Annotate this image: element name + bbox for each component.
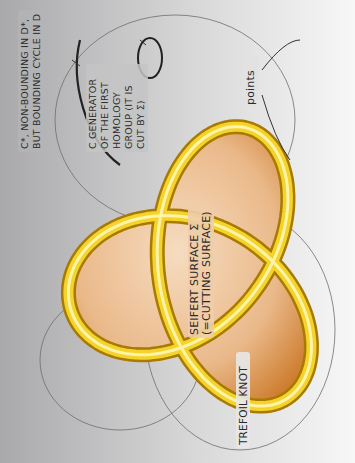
- annotation-label: points: [244, 56, 258, 108]
- leader-line: [72, 60, 80, 66]
- leader-line: [262, 95, 290, 160]
- seifert-surface: [68, 127, 311, 406]
- knot-tube: [68, 127, 311, 406]
- annotation-label: C GENERATOR OF THE FIRST HOMOLOGY GROUP …: [86, 64, 148, 152]
- annotation-label: TREFOIL KNOT: [236, 352, 250, 448]
- knot-tube: [68, 127, 311, 406]
- knot-highlight: [68, 127, 311, 406]
- leader-line: [140, 40, 146, 45]
- annotation-label: SEIFERT SURFACE Σ (=CUTTING SURFACE): [188, 206, 214, 338]
- leader-line: [262, 40, 300, 70]
- annotation-label: C*, NON-BOUNDING IN D*, BUT BOUNDING CYC…: [18, 10, 44, 152]
